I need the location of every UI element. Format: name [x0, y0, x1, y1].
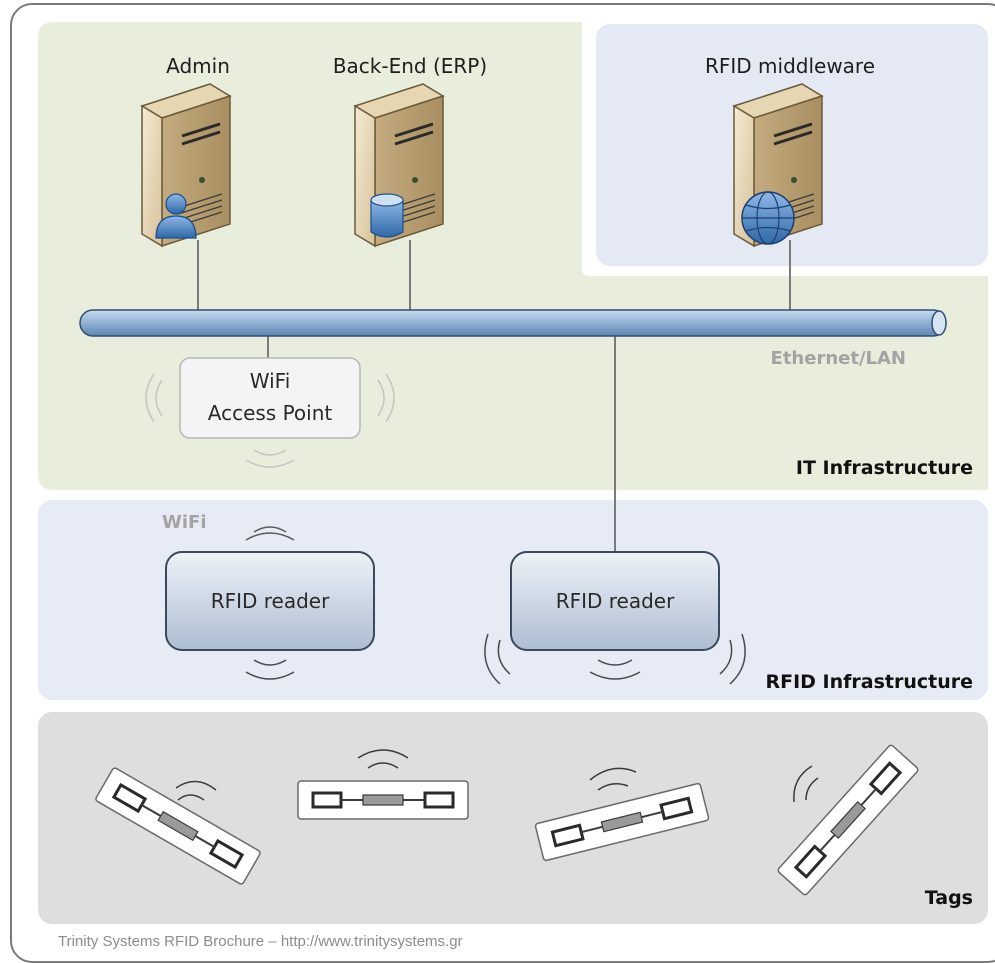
connector-lines: [197, 240, 791, 552]
wifi-label: WiFi: [162, 512, 207, 533]
tags-label: Tags: [925, 887, 973, 909]
rfid-reader-1: RFID reader: [165, 551, 375, 651]
wifi-ap-signal-icon: [145, 373, 395, 468]
user-icon: [155, 193, 197, 239]
wifi-ap-line2: Access Point: [208, 401, 333, 425]
tag-2-signal-icon: [357, 749, 409, 769]
backend-label: Back-End (ERP): [333, 54, 487, 78]
tag-4-signal-icon: [793, 765, 819, 803]
rfid-tag-4-icon: [777, 744, 919, 896]
backend-server-icon: [353, 82, 445, 248]
reader2-rf-signal-icon: [484, 633, 746, 685]
wifi-access-point: WiFi Access Point: [145, 357, 395, 468]
middleware-label: RFID middleware: [705, 54, 875, 78]
tag-1-signal-icon: [175, 780, 217, 801]
footer-credit: Trinity Systems RFID Brochure – http://w…: [58, 933, 463, 950]
rfid-tag-1-icon: [95, 767, 261, 885]
reader1-wifi-signal-icon: [245, 526, 295, 541]
middleware-server-icon: [732, 82, 824, 248]
rfid-reader-2: RFID reader: [510, 551, 720, 651]
tags-zone: [38, 712, 988, 924]
wifi-ap-line1: WiFi: [250, 369, 291, 393]
tag-3-signal-icon: [589, 767, 637, 791]
reader1-rf-signal-icon: [245, 659, 295, 680]
admin-label: Admin: [166, 54, 230, 78]
ethernet-bus: [79, 309, 947, 337]
rfid-tag-2-icon: [297, 780, 469, 820]
globe-icon: [741, 191, 795, 245]
rfid-tag-3-icon: [534, 782, 710, 862]
reader2-label: RFID reader: [556, 589, 675, 613]
it-infrastructure-label: IT Infrastructure: [796, 457, 973, 479]
reader1-label: RFID reader: [211, 589, 330, 613]
rfid-infrastructure-label: RFID Infrastructure: [765, 671, 973, 693]
admin-server-icon: [140, 82, 232, 248]
database-icon: [370, 193, 404, 238]
ethernet-label: Ethernet/LAN: [771, 348, 906, 369]
